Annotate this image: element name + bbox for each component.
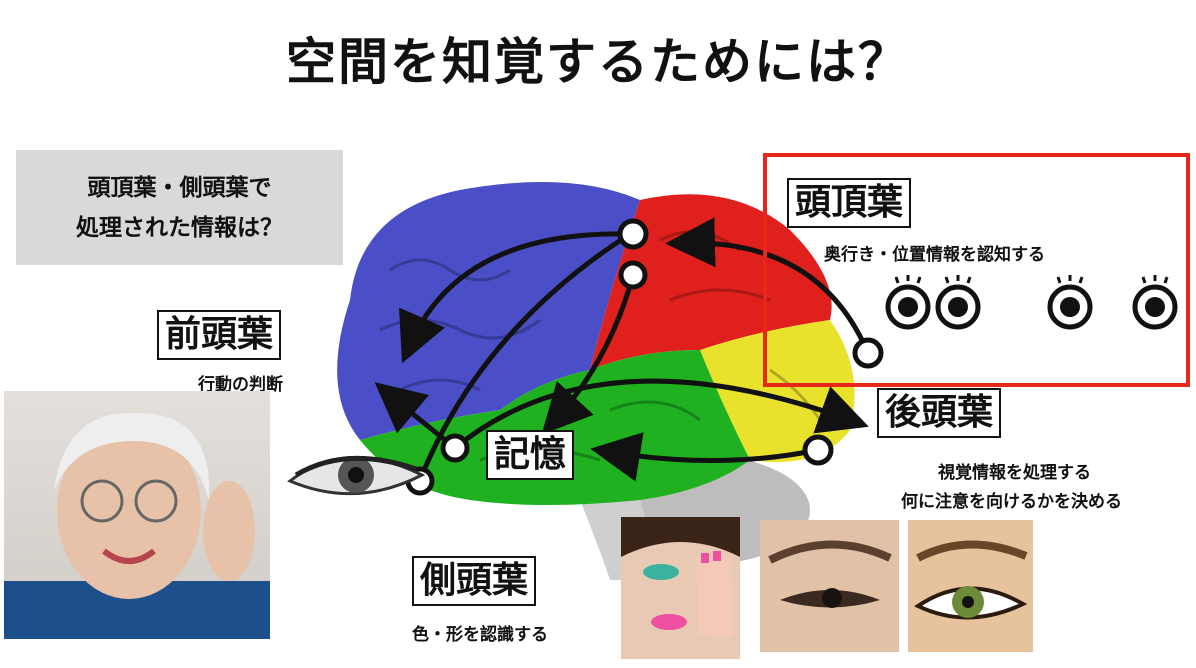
surprised-eye-icon (885, 275, 1178, 330)
node-highlight (852, 337, 884, 369)
arrow-occipital-to-memory (590, 432, 819, 482)
elderly-woman-photo (4, 391, 270, 639)
node-parietal-top (617, 218, 649, 250)
memory-label: 記憶 (486, 430, 575, 480)
tired-eye-photo (760, 520, 899, 652)
occipital-lobe-label: 後頭葉 (877, 388, 1002, 438)
temporal-lobe-description: 色・形を認識する (412, 625, 548, 645)
frontal-lobe-region (337, 182, 640, 440)
frontal-lobe-description: 行動の判断 (198, 375, 283, 395)
question-box: 頭頂葉・側頭葉で 処理された情報は？ (16, 150, 343, 265)
eye-icons-row (885, 275, 1178, 330)
parietal-lobe-description: 奥行き・位置情報を認知する (824, 245, 1045, 265)
node-parietal-lower (618, 260, 648, 290)
arrow-eye-to-occipital (453, 378, 869, 450)
green-eye-photo (908, 520, 1033, 652)
node-occipital (802, 434, 834, 466)
arrow-parietal-to-frontal (399, 231, 631, 364)
node-eye-path (440, 433, 470, 463)
arrow-occipital-to-parietal (665, 217, 871, 354)
arrow-eye-to-parietal (417, 231, 632, 481)
frontal-lobe-label: 前頭葉 (157, 310, 282, 360)
parietal-lobe-label: 頭頂葉 (787, 178, 912, 228)
question-line-1: 頭頂葉・側頭葉で (87, 174, 272, 201)
occipital-lobe-description-2: 何に注意を向けるかを決める (901, 492, 1122, 512)
page-title: 空間を知覚するためには？ (286, 33, 910, 91)
occipital-lobe-description-1: 視覚情報を処理する (938, 463, 1091, 483)
parietal-highlight-box (763, 153, 1190, 387)
parietal-lobe-region (590, 194, 832, 370)
makeup-woman-photo (621, 517, 740, 659)
eye-icon (287, 455, 426, 496)
arrow-parietal-to-memory (541, 274, 636, 435)
question-line-2: 処理された情報は？ (76, 214, 283, 241)
temporal-lobe-label: 側頭葉 (412, 556, 537, 606)
